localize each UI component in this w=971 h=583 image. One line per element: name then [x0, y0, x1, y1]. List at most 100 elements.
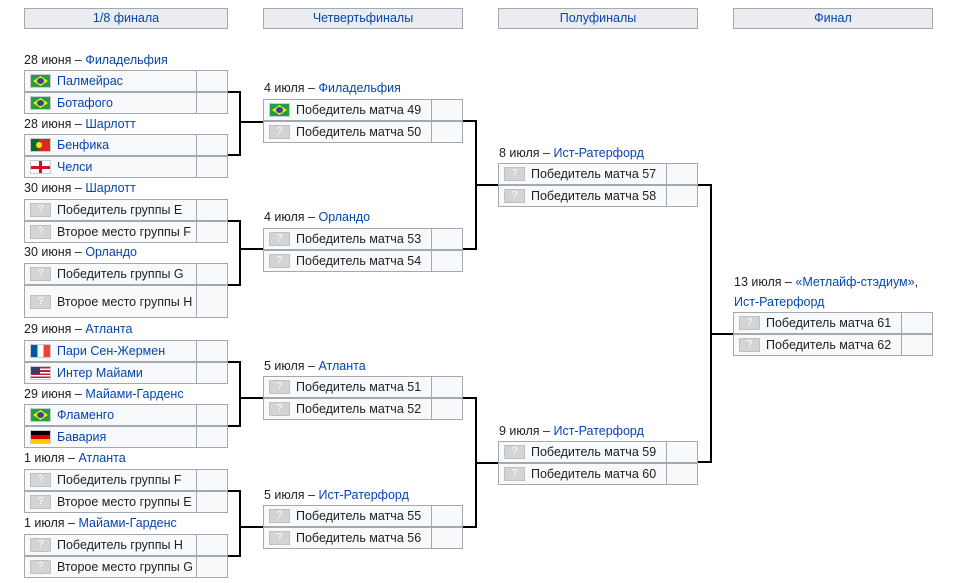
score-cell: [197, 263, 228, 285]
team-name-link[interactable]: Бавария: [57, 430, 107, 444]
score-cell: [197, 469, 228, 491]
venue-link[interactable]: «Метлайф-стэдиум»: [795, 275, 915, 289]
score-cell: [902, 312, 933, 334]
venue-link[interactable]: Шарлотт: [85, 181, 136, 195]
unknown-flag-icon: ?: [30, 267, 51, 281]
connector-line: [228, 361, 263, 427]
unknown-flag-icon: ?: [30, 473, 51, 487]
team-row: ?Победитель матча 60: [498, 463, 698, 485]
match-date: 28 июня –: [24, 117, 86, 131]
match-date: 30 июня –: [24, 181, 86, 195]
connector-line: [228, 91, 263, 156]
team-name-link[interactable]: Челси: [57, 160, 93, 174]
team-row: Победитель матча 49: [263, 99, 463, 121]
score-cell: [197, 285, 228, 318]
score-cell: [432, 250, 463, 272]
venue-link[interactable]: Майами-Гарденс: [85, 387, 184, 401]
team-row: Бавария: [24, 426, 228, 448]
score-cell: [432, 228, 463, 250]
score-cell: [667, 441, 698, 463]
venue-link[interactable]: Филадельфия: [85, 53, 168, 67]
score-cell: [197, 426, 228, 448]
venue-link[interactable]: Филадельфия: [318, 81, 401, 95]
score-cell: [197, 340, 228, 362]
team-row: ?Победитель матча 50: [263, 121, 463, 143]
unknown-flag-icon: ?: [269, 254, 290, 268]
unknown-flag-icon: ?: [30, 203, 51, 217]
match-info: 9 июля – Ист-Ратерфорд: [499, 422, 644, 440]
unknown-flag-icon: ?: [30, 495, 51, 509]
team-name: Победитель матча 52: [296, 402, 422, 416]
round-header-final[interactable]: Финал: [733, 8, 933, 29]
venue-link[interactable]: Ист-Ратерфорд: [553, 424, 644, 438]
score-cell: [197, 92, 228, 114]
portugal-flag-icon: [30, 138, 51, 152]
match-info: 29 июня – Атланта: [24, 320, 133, 338]
team-row: ?Второе место группы F: [24, 221, 228, 243]
team-name: Второе место группы G: [57, 560, 193, 574]
team-row: ?Победитель группы E: [24, 199, 228, 221]
score-cell: [197, 534, 228, 556]
team-row: ?Победитель матча 51: [263, 376, 463, 398]
match-info: 5 июля – Ист-Ратерфорд: [264, 486, 409, 504]
team-row: Интер Майами: [24, 362, 228, 384]
connector-line: [228, 220, 263, 286]
match-info-city: Ист-Ратерфорд: [734, 293, 824, 311]
score-cell: [197, 556, 228, 578]
team-row: ?Победитель матча 52: [263, 398, 463, 420]
score-cell: [197, 70, 228, 92]
team-name-link[interactable]: Ботафого: [57, 96, 113, 110]
venue-link[interactable]: Атланта: [318, 359, 366, 373]
match-info: 4 июля – Филадельфия: [264, 79, 401, 97]
venue-link[interactable]: Майами-Гарденс: [78, 516, 177, 530]
match-info: 29 июня – Майами-Гарденс: [24, 385, 184, 403]
score-cell: [432, 376, 463, 398]
unknown-flag-icon: ?: [269, 232, 290, 246]
match-date: 4 июля –: [264, 81, 319, 95]
round-header-qf[interactable]: Четвертьфиналы: [263, 8, 463, 29]
team-name-link[interactable]: Фламенго: [57, 408, 115, 422]
round-header-sf[interactable]: Полуфиналы: [498, 8, 698, 29]
venue-link[interactable]: Орландо: [318, 210, 371, 224]
venue-link[interactable]: Ист-Ратерфорд: [553, 146, 644, 160]
match-date: 29 июня –: [24, 387, 86, 401]
match-info: 28 июня – Шарлотт: [24, 115, 136, 133]
match-date: 9 июля –: [499, 424, 554, 438]
city-link[interactable]: Ист-Ратерфорд: [734, 295, 825, 309]
score-cell: [197, 221, 228, 243]
match-date: 5 июля –: [264, 488, 319, 502]
brazil-flag-icon: [269, 103, 290, 117]
score-cell: [432, 505, 463, 527]
venue-link[interactable]: Атланта: [78, 451, 126, 465]
connector-line: [463, 397, 498, 528]
team-name: Победитель матча 60: [531, 467, 657, 481]
unknown-flag-icon: ?: [269, 531, 290, 545]
venue-link[interactable]: Орландо: [85, 245, 137, 259]
match-date: 13 июля –: [734, 275, 796, 289]
venue-link[interactable]: Атланта: [85, 322, 133, 336]
team-row: Фламенго: [24, 404, 228, 426]
team-name-link[interactable]: Бенфика: [57, 138, 110, 152]
round-header-r16[interactable]: 1/8 финала: [24, 8, 228, 29]
team-name-link[interactable]: Интер Майами: [57, 366, 143, 380]
score-cell: [667, 185, 698, 207]
team-name: Победитель матча 49: [296, 103, 422, 117]
team-name: Победитель матча 53: [296, 232, 422, 246]
score-cell: [667, 463, 698, 485]
match-date: 8 июля –: [499, 146, 554, 160]
unknown-flag-icon: ?: [739, 338, 760, 352]
connector-line: [463, 120, 498, 250]
brazil-flag-icon: [30, 74, 51, 88]
team-row: ?Второе место группы H: [24, 285, 228, 318]
team-name-link[interactable]: Пари Сен-Жермен: [57, 344, 166, 358]
team-name: Победитель матча 62: [766, 338, 892, 352]
match-date: 5 июля –: [264, 359, 319, 373]
score-cell: [197, 199, 228, 221]
venue-link[interactable]: Ист-Ратерфорд: [318, 488, 409, 502]
match-date: 30 июня –: [24, 245, 86, 259]
team-name-link[interactable]: Палмейрас: [57, 74, 123, 88]
team-row: ?Победитель матча 56: [263, 527, 463, 549]
match-info: 30 июня – Шарлотт: [24, 179, 136, 197]
score-cell: [432, 99, 463, 121]
venue-link[interactable]: Шарлотт: [85, 117, 136, 131]
